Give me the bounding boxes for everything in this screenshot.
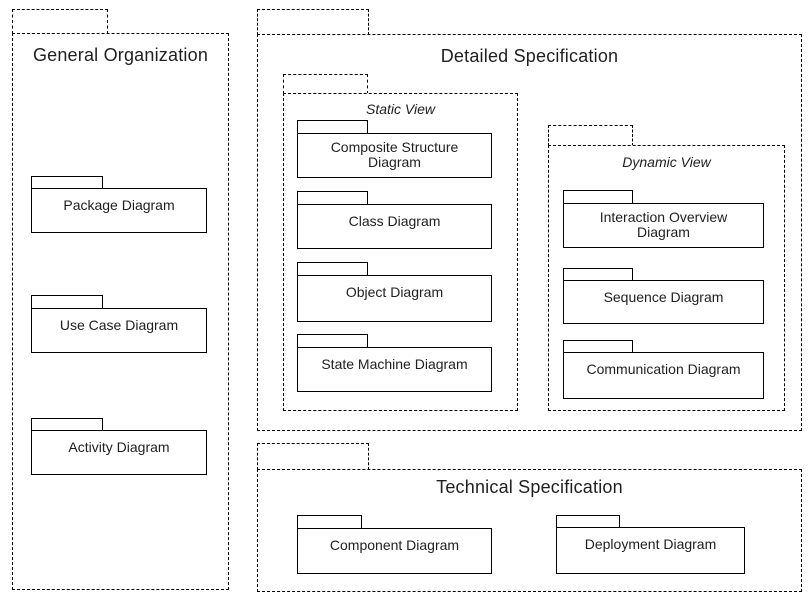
package-body: Package Diagram <box>31 188 207 233</box>
package-tab <box>297 262 368 276</box>
package-label: Interaction Overview Diagram <box>599 209 728 240</box>
package-body: Component Diagram <box>297 528 492 574</box>
package-label: Use Case Diagram <box>59 317 179 333</box>
package-tab <box>283 74 368 94</box>
package-tab <box>257 443 369 470</box>
package-label: State Machine Diagram <box>321 356 468 372</box>
package-tab <box>548 125 633 146</box>
package-label: Composite Structure Diagram <box>330 139 459 170</box>
package-tab <box>297 120 368 134</box>
package-tab <box>297 191 368 205</box>
package-title: Static View <box>366 101 435 117</box>
package-label: Class Diagram <box>348 213 441 229</box>
package-label: Object Diagram <box>345 284 444 300</box>
package-body: Communication Diagram <box>563 352 764 399</box>
package-title: Technical Specification <box>436 477 623 497</box>
package-tab <box>297 515 362 529</box>
package-body: Interaction Overview Diagram <box>563 203 764 248</box>
package-label: Activity Diagram <box>68 439 170 455</box>
package-label: Package Diagram <box>63 197 175 213</box>
package-body: Activity Diagram <box>31 430 207 475</box>
package-body: Composite Structure Diagram <box>297 133 492 178</box>
package-tab <box>297 334 368 348</box>
package-label: Sequence Diagram <box>603 289 724 305</box>
package-tab <box>257 9 369 35</box>
package-tab <box>12 9 108 34</box>
package-body: Sequence Diagram <box>563 280 764 324</box>
package-body: Class Diagram <box>297 204 492 249</box>
package-title: Dynamic View <box>622 154 711 170</box>
package-body: State Machine Diagram <box>297 347 492 392</box>
package-tab <box>31 295 103 309</box>
package-label: Deployment Diagram <box>584 536 717 552</box>
package-tab <box>563 190 633 204</box>
package-label: Communication Diagram <box>586 361 741 377</box>
package-title: Detailed Specification <box>440 46 619 66</box>
package-title: General Organization <box>32 45 209 65</box>
package-body: Object Diagram <box>297 275 492 322</box>
package-body: Use Case Diagram <box>31 308 207 353</box>
package-label: Component Diagram <box>329 537 460 553</box>
package-body: Deployment Diagram <box>556 527 745 574</box>
